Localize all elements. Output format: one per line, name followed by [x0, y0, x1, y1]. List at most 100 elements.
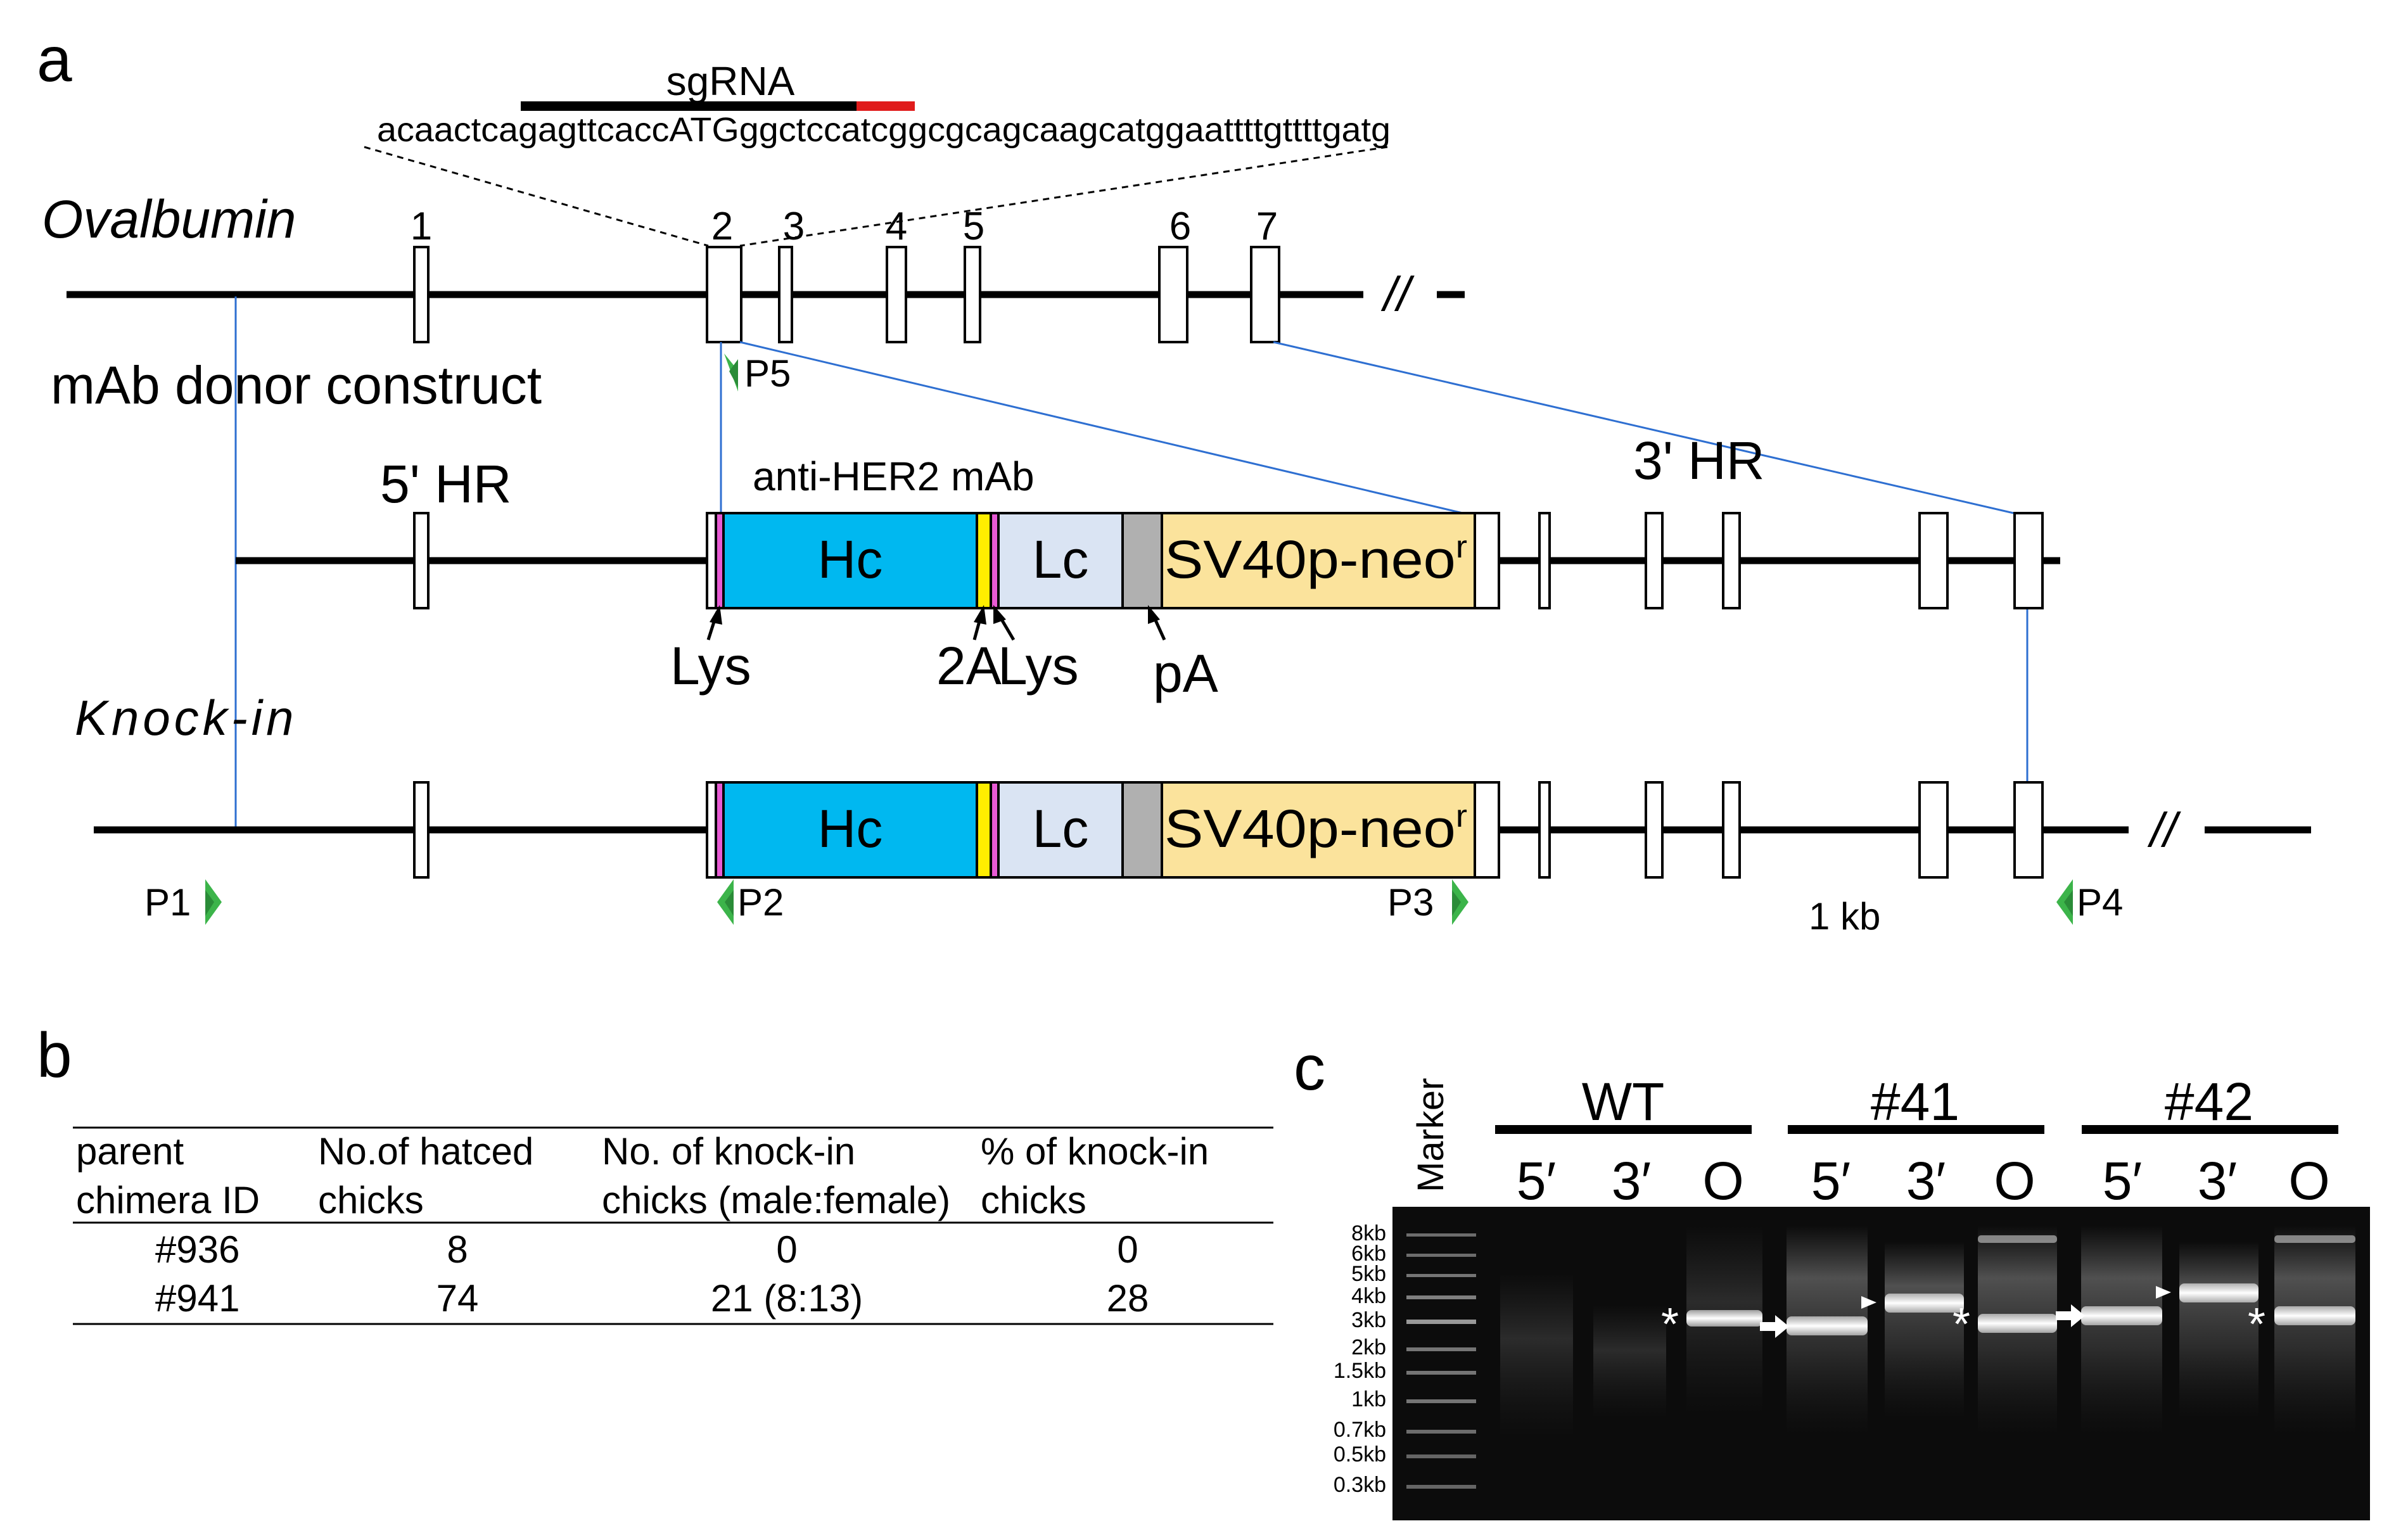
- lys-label-1: Lys: [670, 636, 751, 696]
- knockin-table: parent chimera ID No.of hatced chicks No…: [73, 1126, 1273, 1325]
- marker-ladder: [1406, 1233, 1476, 1489]
- cell-knockin-count: 0: [776, 1228, 797, 1271]
- panel-b-label: b: [37, 1020, 72, 1091]
- lane-label: 3′: [2198, 1151, 2237, 1211]
- cell-chimera-id: #936: [155, 1228, 239, 1271]
- exon-7: [1250, 246, 1280, 343]
- lane-wt-3: [1593, 1305, 1666, 1419]
- cell-knockin-pct: 28: [1107, 1277, 1149, 1320]
- knockin-lc-label: Lc: [1033, 799, 1089, 858]
- lane-label: O: [2288, 1151, 2329, 1211]
- ladder-label: 8kb: [1351, 1221, 1386, 1245]
- exon-number-6: 6: [1169, 205, 1191, 248]
- group-42: #42: [2165, 1072, 2253, 1131]
- exon-number-3: 3: [783, 205, 805, 248]
- antibody-label: anti-HER2 mAb: [753, 454, 1035, 499]
- ladder-label: 3kb: [1351, 1308, 1386, 1332]
- hr5-label: 5' HR: [380, 454, 511, 514]
- exon-5: [964, 246, 981, 343]
- panel-c: c Marker WT #41 #42 5′ 3′ O 5′ 3′ O 5′ 3…: [1294, 1033, 2370, 1520]
- arrow-41-5: [1760, 1315, 1789, 1338]
- exon-6: [1158, 246, 1188, 343]
- cell-hatched: 74: [436, 1277, 479, 1320]
- knockin-hc-label: Hc: [818, 799, 883, 858]
- pa-label: pA: [1153, 644, 1218, 703]
- exon-number-5: 5: [963, 205, 984, 248]
- marker-label: Marker: [1410, 1078, 1451, 1192]
- ladder-label: 6kb: [1351, 1242, 1386, 1266]
- header-parent: parent: [76, 1130, 184, 1173]
- star-wt: *: [1661, 1299, 1679, 1350]
- ladder-label: 1kb: [1351, 1387, 1386, 1411]
- exon-number-2: 2: [711, 205, 733, 248]
- lane-label: 5′: [1811, 1151, 1851, 1211]
- header-hatched-2: chicks: [318, 1179, 424, 1221]
- exon-number-7: 7: [1256, 205, 1278, 248]
- exon-number-4: 4: [886, 205, 907, 248]
- gel-annotations: * * *: [1661, 1286, 2265, 1350]
- lane-label: 3′: [1612, 1151, 1651, 1211]
- sgrna-pam: [857, 101, 915, 111]
- primer-p3: P3: [1387, 879, 1468, 925]
- scale-label: 1 kb: [1809, 895, 1880, 938]
- star-41: *: [1953, 1299, 1970, 1350]
- star-42: *: [2248, 1299, 2265, 1350]
- exon-2: [706, 246, 742, 343]
- group-41: #41: [1871, 1072, 1959, 1131]
- exon-1: [413, 246, 430, 343]
- arrowhead-42-3: [2156, 1286, 2171, 1299]
- group-wt: WT: [1582, 1072, 1665, 1131]
- band-41-o: [1978, 1314, 2057, 1333]
- header-hatched: No.of hatced: [318, 1130, 533, 1173]
- band-wt-o: [1686, 1310, 1762, 1327]
- ovalbumin-locus: Ovalbumin // 1 2 3 4 5 6 7: [42, 189, 1465, 343]
- lys-label-2: Lys: [998, 636, 1079, 696]
- knockin-2a-block: [976, 781, 992, 879]
- target-sequence: acaactcagagttcaccATGggctccatcggcgcagcaag…: [377, 111, 1391, 149]
- lane-labels: 5′ 3′ O 5′ 3′ O 5′ 3′ O: [1517, 1151, 2330, 1211]
- primer-p3-label: P3: [1387, 881, 1434, 924]
- knockin-lc-block: [997, 781, 1124, 879]
- cell-knockin-count: 21 (8:13): [711, 1277, 863, 1320]
- gel-image: * * *: [1392, 1207, 2370, 1520]
- donor-construct-label: mAb donor construct: [51, 355, 542, 415]
- donor-hc-block: [722, 512, 978, 609]
- sgrna-label: sgRNA: [666, 58, 795, 104]
- group-41-bar: [1788, 1125, 2044, 1134]
- knockin-pa-block: [1121, 781, 1163, 879]
- donor-pa-block: [1121, 512, 1163, 609]
- ladder-label: 1.5kb: [1334, 1359, 1386, 1383]
- primer-p4-label: P4: [2077, 881, 2123, 924]
- header-knockin-pct: % of knock-in: [981, 1130, 1209, 1173]
- band-41-3: [1885, 1294, 1964, 1313]
- donor-lc-label: Lc: [1033, 530, 1089, 589]
- lane-label: 5′: [2103, 1151, 2142, 1211]
- donor-construct: 5' HR 3' HR anti-HER2 mAb Hc Lc SV40p-ne…: [236, 431, 2060, 703]
- zoom-line-left: [364, 146, 709, 247]
- primer-p5: P5: [724, 352, 791, 395]
- panel-c-label: c: [1294, 1033, 1325, 1104]
- panel-a: a sgRNA acaactcagagttcaccATGggctccatcggc…: [37, 24, 2311, 938]
- ladder-label: 0.3kb: [1334, 1473, 1386, 1497]
- ladder-label: 0.7kb: [1334, 1418, 1386, 1442]
- ladder-label: 2kb: [1351, 1335, 1386, 1359]
- cell-knockin-pct: 0: [1117, 1228, 1138, 1271]
- exon-number-1: 1: [411, 205, 432, 248]
- band-42-o: [2274, 1306, 2355, 1325]
- lane-wt-5: [1500, 1273, 1573, 1438]
- table-header: parent chimera ID No.of hatced chicks No…: [76, 1130, 1209, 1221]
- primer-p2-label: P2: [737, 881, 784, 924]
- primer-p1-label: P1: [144, 881, 191, 924]
- panel-b: b parent chimera ID No.of hatced chicks …: [37, 1020, 1273, 1325]
- header-knockin-count-2: chicks (male:female): [602, 1179, 950, 1221]
- exon-3: [778, 246, 793, 343]
- exon-4: [886, 246, 907, 343]
- sgrna: sgRNA acaactcagagttcaccATGggctccatcggcgc…: [377, 58, 1391, 149]
- donor-element-arrows: [706, 605, 1166, 641]
- lane-label: O: [1702, 1151, 1743, 1211]
- knockin-label: Knock-in: [75, 690, 297, 746]
